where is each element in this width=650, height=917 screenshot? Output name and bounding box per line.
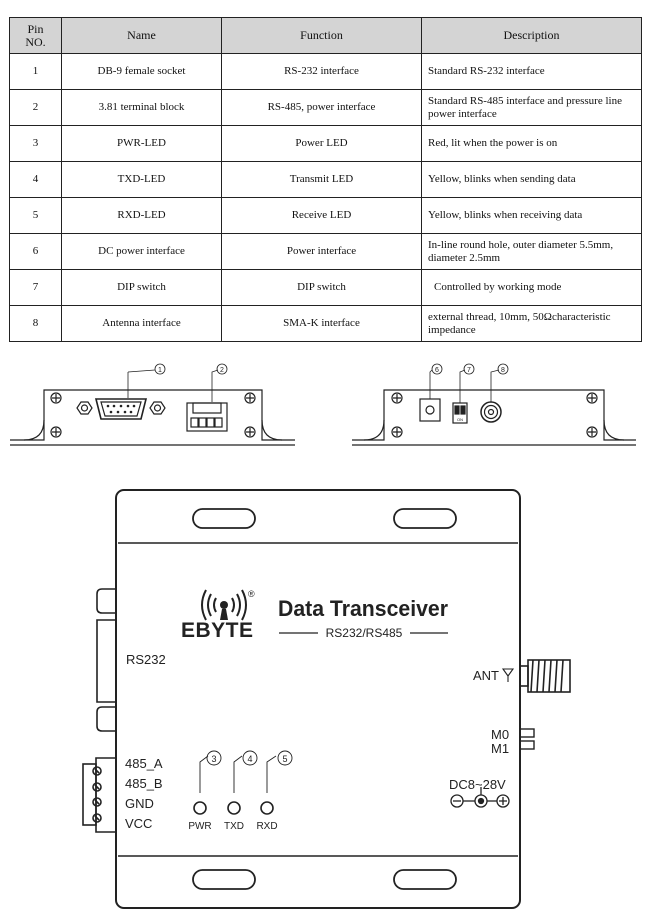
left-side-view (10, 363, 295, 446)
cell-name: 3.81 terminal block (61, 89, 222, 126)
cell-function: Transmit LED (221, 161, 422, 198)
brand-name: EBYTE (181, 619, 254, 642)
screw-icon (244, 392, 256, 404)
db9-connector-icon (94, 398, 148, 420)
callout-7: 7 (467, 367, 471, 374)
ebyte-logo: ® EBYTE (181, 589, 255, 642)
cell-function: RS-232 interface (221, 53, 422, 90)
cell-name: PWR-LED (61, 125, 222, 162)
screw-icon (391, 426, 403, 438)
terminal-485b-label: 485_B (125, 776, 163, 791)
registered-mark: ® (248, 589, 255, 599)
cell-no: 1 (9, 53, 62, 90)
rxd-led-icon (260, 801, 274, 815)
pwr-led-label: PWR (188, 821, 211, 832)
terminal-485a-label: 485_A (125, 756, 163, 771)
dip-on-label: ON (457, 417, 463, 422)
header-function: Function (221, 17, 422, 54)
cell-name: DIP switch (61, 269, 222, 306)
cell-description: Yellow, blinks when receiving data (421, 197, 642, 234)
cell-function: Power interface (221, 233, 422, 270)
cell-function: Receive LED (221, 197, 422, 234)
dc-jack-icon (419, 398, 441, 422)
cell-no: 3 (9, 125, 62, 162)
table-row: 3 PWR-LED Power LED Red, lit when the po… (9, 125, 642, 162)
cell-function: DIP switch (221, 269, 422, 306)
header-description: Description (421, 17, 642, 54)
terminal-block-icon (82, 757, 116, 833)
cell-function: SMA-K interface (221, 305, 422, 342)
table-header-row: Pin NO. Name Function Description (9, 17, 642, 54)
power-label: DC8~28V (449, 777, 506, 792)
table-row: 1 DB-9 female socket RS-232 interface St… (9, 53, 642, 90)
rxd-led-label: RXD (256, 821, 277, 832)
table-row: 5 RXD-LED Receive LED Yellow, blinks whe… (9, 197, 642, 234)
ant-label: ANT (473, 668, 499, 683)
mounting-slot (393, 869, 457, 890)
table-row: 4 TXD-LED Transmit LED Yellow, blinks wh… (9, 161, 642, 198)
terminal-block-icon (186, 402, 228, 432)
terminal-vcc-label: VCC (125, 816, 152, 831)
header-pin-no: Pin NO. (9, 17, 62, 54)
pwr-led-icon (193, 801, 207, 815)
wireless-signal-icon (201, 589, 247, 621)
callout-1: 1 (158, 367, 162, 374)
cell-description: Yellow, blinks when sending data (421, 161, 642, 198)
polarity-icon (450, 787, 510, 808)
cell-name: TXD-LED (61, 161, 222, 198)
txd-led-icon (227, 801, 241, 815)
product-subtitle: RS232/RS485 (326, 626, 403, 640)
cell-no: 8 (9, 305, 62, 342)
header-name: Name (61, 17, 222, 54)
cell-description: In-line round hole, outer diameter 5.5mm… (421, 233, 642, 270)
screw-icon (391, 392, 403, 404)
mounting-slot (393, 508, 457, 529)
callout-5: 5 (282, 754, 287, 764)
table-row: 8 Antenna interface SMA-K interface exte… (9, 305, 642, 342)
mounting-slot (192, 508, 256, 529)
screw-icon (50, 392, 62, 404)
callout-2: 2 (220, 367, 224, 374)
callout-6: 6 (435, 367, 439, 374)
terminal-gnd-label: GND (125, 796, 154, 811)
cell-description: Red, lit when the power is on (421, 125, 642, 162)
screw-icon (586, 392, 598, 404)
table-row: 6 DC power interface Power interface In-… (9, 233, 642, 270)
hex-nut-icon (76, 401, 93, 415)
cell-description: Standard RS-485 interface and pressure l… (421, 89, 642, 126)
cell-description: Standard RS-232 interface (421, 53, 642, 90)
cell-description: Controlled by working mode (421, 269, 642, 306)
product-title: Data Transceiver (278, 596, 448, 621)
cell-name: RXD-LED (61, 197, 222, 234)
dip-switch-icon (519, 728, 535, 750)
mounting-slot (192, 869, 256, 890)
antenna-connector-icon (519, 659, 571, 693)
screw-icon (586, 426, 598, 438)
cell-no: 5 (9, 197, 62, 234)
callout-8: 8 (501, 367, 505, 374)
right-side-view (352, 363, 636, 446)
screw-icon (244, 426, 256, 438)
callout-3: 3 (211, 754, 216, 764)
pin-table: Pin NO. Name Function Description 1 DB-9… (9, 17, 642, 342)
screw-icon (50, 426, 62, 438)
txd-led-label: TXD (224, 821, 244, 832)
m1-label: M1 (491, 741, 509, 756)
hex-nut-icon (149, 401, 166, 415)
cell-name: DB-9 female socket (61, 53, 222, 90)
callout-4: 4 (247, 754, 252, 764)
antenna-icon (501, 668, 515, 682)
table-row: 2 3.81 terminal block RS-485, power inte… (9, 89, 642, 126)
rs232-label: RS232 (126, 652, 166, 667)
m0-label: M0 (491, 727, 509, 742)
cell-function: RS-485, power interface (221, 89, 422, 126)
sma-connector-icon (480, 401, 502, 423)
cell-description: external thread, 10mm, 50Ωcharacteristic… (421, 305, 642, 342)
device-top-view (82, 489, 571, 909)
